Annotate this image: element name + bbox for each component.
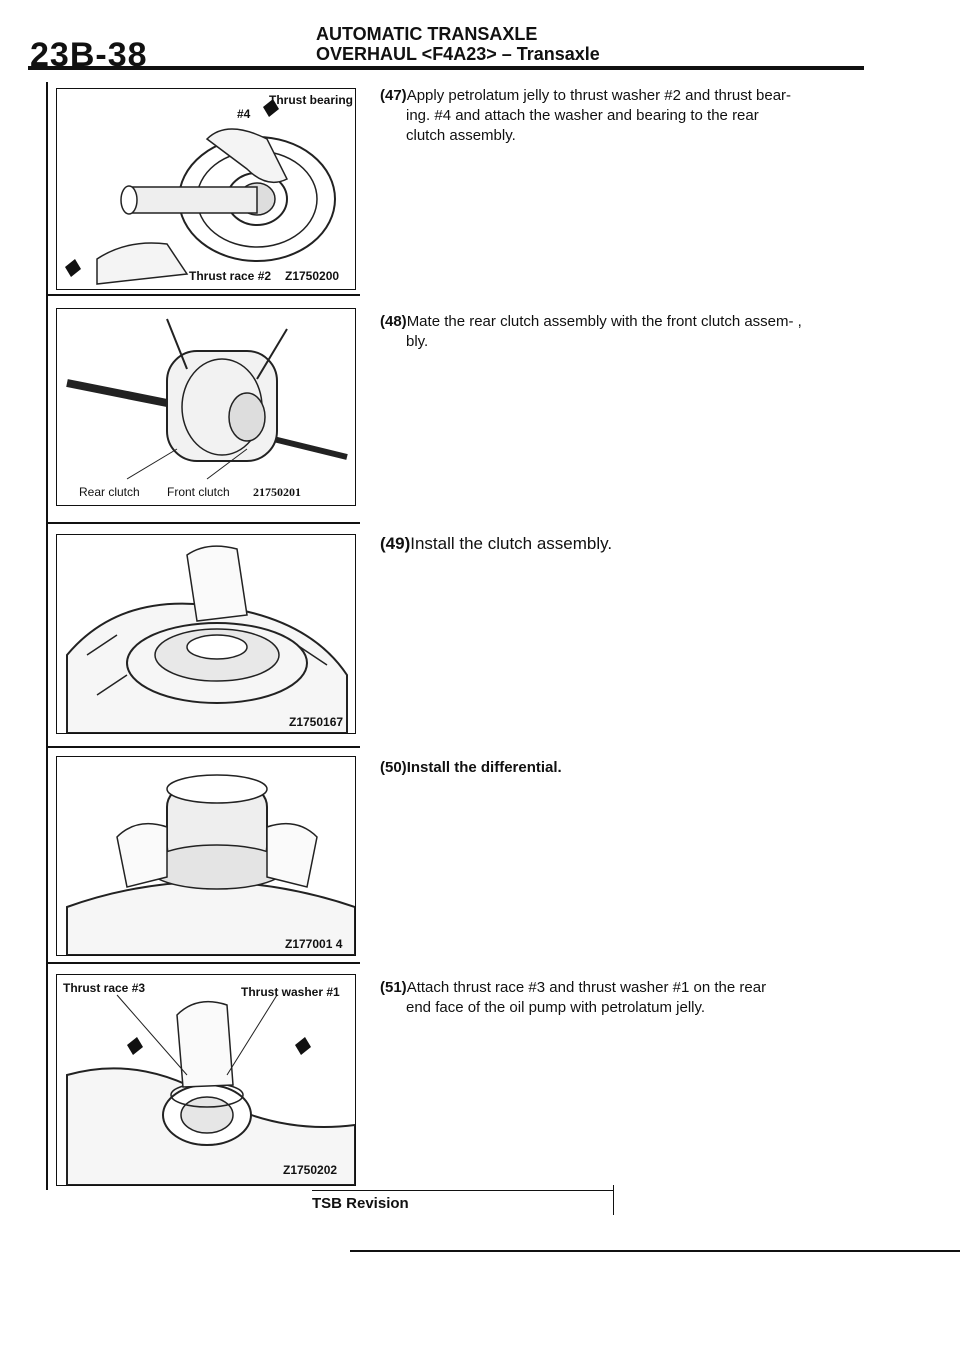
step-48: (48)Mate the rear clutch assembly with t… [380,312,880,352]
step-49-number: (49) [380,534,411,553]
step-50: (50)Install the differential. [380,758,880,778]
figure-column: Thrust bearing #4 Thrust race #2 Z175020… [46,82,360,1190]
step-48-line1: (48)Mate the rear clutch assembly with t… [380,312,880,332]
figure1-code: Z1750200 [285,269,340,283]
step-49: (49)Install the clutch assembly. [380,534,880,554]
thrust-race-illustration [66,994,355,1185]
figure3-code: Z1750167 [289,715,344,729]
figure5-code: Z1750202 [283,1163,338,1177]
step-51-line1: (51)Attach thrust race #3 and thrust was… [380,978,880,998]
step-47-line1: (47)Apply petrolatum jelly to thrust was… [380,86,880,106]
step-51: (51)Attach thrust race #3 and thrust was… [380,978,880,1018]
step-50-line1: (50)Install the differential. [380,758,880,778]
header-title-line2: OVERHAUL <F4A23> – Transaxle [316,44,600,64]
header-title: AUTOMATIC TRANSAXLE OVERHAUL <F4A23> – T… [316,24,600,64]
figure2-label-1: Front clutch [167,485,230,499]
step-49-line1: (49)Install the clutch assembly. [380,534,880,554]
figure5-label-0: Thrust race #3 [63,981,146,995]
tsb-label: TSB Revision [312,1195,409,1212]
step-47: (47)Apply petrolatum jelly to thrust was… [380,86,880,146]
tsb-divider [612,1185,614,1215]
header-rule [28,66,864,70]
figure-thrust-bearing: Thrust bearing #4 Thrust race #2 Z175020… [56,88,356,290]
figure1-label-0: Thrust bearing [269,93,354,107]
figure-divider [48,522,360,524]
step-51-number: (51) [380,979,407,996]
tsb-box: TSB Revision [312,1185,614,1221]
figure-divider [48,962,360,964]
step-50-text: Install the differential. [406,759,562,776]
figure-clutch-mate: Rear clutch Front clutch 21750201 [56,308,356,506]
figure2-label-0: Rear clutch [79,485,140,499]
step-47-number: (47) [380,87,407,104]
figure-clutch-install: Z1750167 [56,534,356,734]
figure5-label-1: Thrust washer #1 [241,985,340,999]
clutch-mate-illustration [66,318,348,480]
step-51-text: Attach thrust race #3 and thrust washer … [406,979,767,996]
figure-differential: Z177001 4 [56,756,356,956]
figure1-label-1: #4 [237,107,251,121]
step-48-line2: bly. [406,333,429,350]
header-title-line1: AUTOMATIC TRANSAXLE [316,24,538,44]
step-49-text: Install the clutch assembly. [410,534,613,553]
clutch-install-illustration [66,545,348,733]
figure4-code: Z177001 4 [285,937,343,951]
figure-thrust-race: Thrust race #3 Thrust washer #1 Z1750202 [56,974,356,1186]
figure-divider [48,294,360,296]
figure1-label-2: Thrust race #2 [189,269,272,283]
step-48-text: Mate the rear clutch assembly with the f… [406,313,802,330]
step-50-number: (50) [380,759,407,776]
figure2-code: 21750201 [253,485,301,499]
thrust-bearing-illustration [65,99,336,285]
step-47-line3: clutch assembly. [406,127,516,144]
step-48-number: (48) [380,313,407,330]
figure-divider [48,746,360,748]
step-47-line2: ing. #4 and attach the washer and bearin… [406,107,759,124]
step-47-text: Apply petrolatum jelly to thrust washer … [406,87,792,104]
step-51-line2: end face of the oil pump with petrolatum… [406,999,706,1016]
footer-rule [350,1250,960,1252]
differential-illustration [66,774,355,955]
